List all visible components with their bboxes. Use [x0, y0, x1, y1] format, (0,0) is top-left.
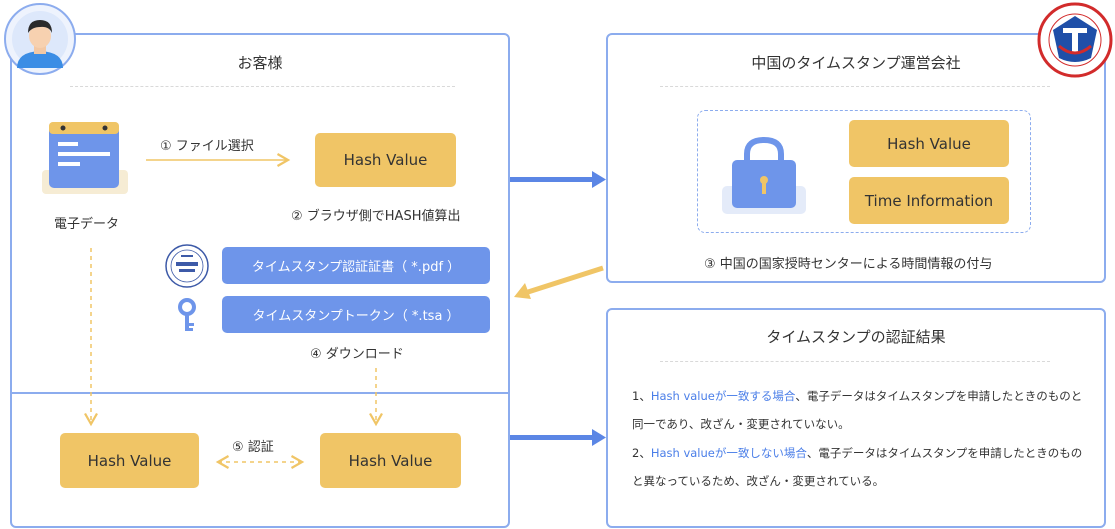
- operator-title: 中国のタイムスタンプ運営会社: [751, 54, 961, 72]
- result-item-1-rest: 、電子データはタイムスタンプを申請したときのものと: [795, 389, 1083, 403]
- cert-download-button[interactable]: タイムスタンプ認証証書（ *.pdf ）: [222, 247, 490, 284]
- step5-label: ⑤ 認証: [232, 440, 274, 455]
- customer-hash-box: Hash Value: [315, 133, 456, 187]
- verify-hash-left: Hash Value: [60, 433, 199, 488]
- result-item-1-line2: 同一であり、改ざん・変更されていない。: [632, 417, 850, 431]
- result-item-2-prefix: 2、: [632, 446, 651, 460]
- result-item-1-highlight: Hash valueが一致する場合: [650, 389, 796, 403]
- operator-time-box: Time Information: [849, 177, 1009, 224]
- customer-title: お客様: [237, 54, 283, 72]
- to-operator-arrow: [510, 171, 606, 188]
- result-title: タイムスタンプの認証結果: [766, 328, 946, 346]
- result-item-2-highlight: Hash valueが一致しない場合: [650, 446, 807, 460]
- customer-title-divider: [70, 86, 455, 87]
- document-icon: [40, 118, 130, 196]
- panel-divider: [11, 392, 509, 394]
- result-item-2-rest: 、電子データはタイムスタンプを申請したときのもの: [806, 446, 1083, 460]
- tsa-logo-icon: [1037, 2, 1113, 78]
- result-item-2-line2: と異なっているため、改ざん・変更されている。: [632, 474, 885, 488]
- result-title-divider: [660, 361, 1050, 362]
- result-item-1: 1、Hash valueが一致する場合、電子データはタイムスタンプを申請したとき…: [632, 382, 1092, 438]
- key-icon: [170, 298, 204, 334]
- result-panel: [606, 308, 1106, 528]
- return-arrow: [514, 265, 604, 299]
- file-label: 電子データ: [54, 217, 120, 232]
- operator-title-divider: [660, 86, 1050, 87]
- result-item-1-prefix: 1、: [632, 389, 651, 403]
- verify-hash-right: Hash Value: [320, 433, 461, 488]
- token-download-button[interactable]: タイムスタンプトークン（ *.tsa ）: [222, 296, 490, 333]
- step4-label: ④ ダウンロード: [310, 347, 404, 362]
- lock-icon: [720, 134, 808, 216]
- step1-label: ① ファイル選択: [160, 139, 254, 154]
- step2-label: ② ブラウザ側でHASH値算出: [291, 209, 461, 224]
- operator-hash-box: Hash Value: [849, 120, 1009, 167]
- to-result-arrow: [510, 429, 606, 446]
- seal-icon: [164, 243, 210, 289]
- timestamp-dashed-frame: [697, 110, 1031, 233]
- step3-label: ③ 中国の国家授時センターによる時間情報の付与: [704, 257, 993, 272]
- user-avatar-icon: [3, 2, 77, 76]
- result-item-2: 2、Hash valueが一致しない場合、電子データはタイムスタンプを申請したと…: [632, 439, 1092, 495]
